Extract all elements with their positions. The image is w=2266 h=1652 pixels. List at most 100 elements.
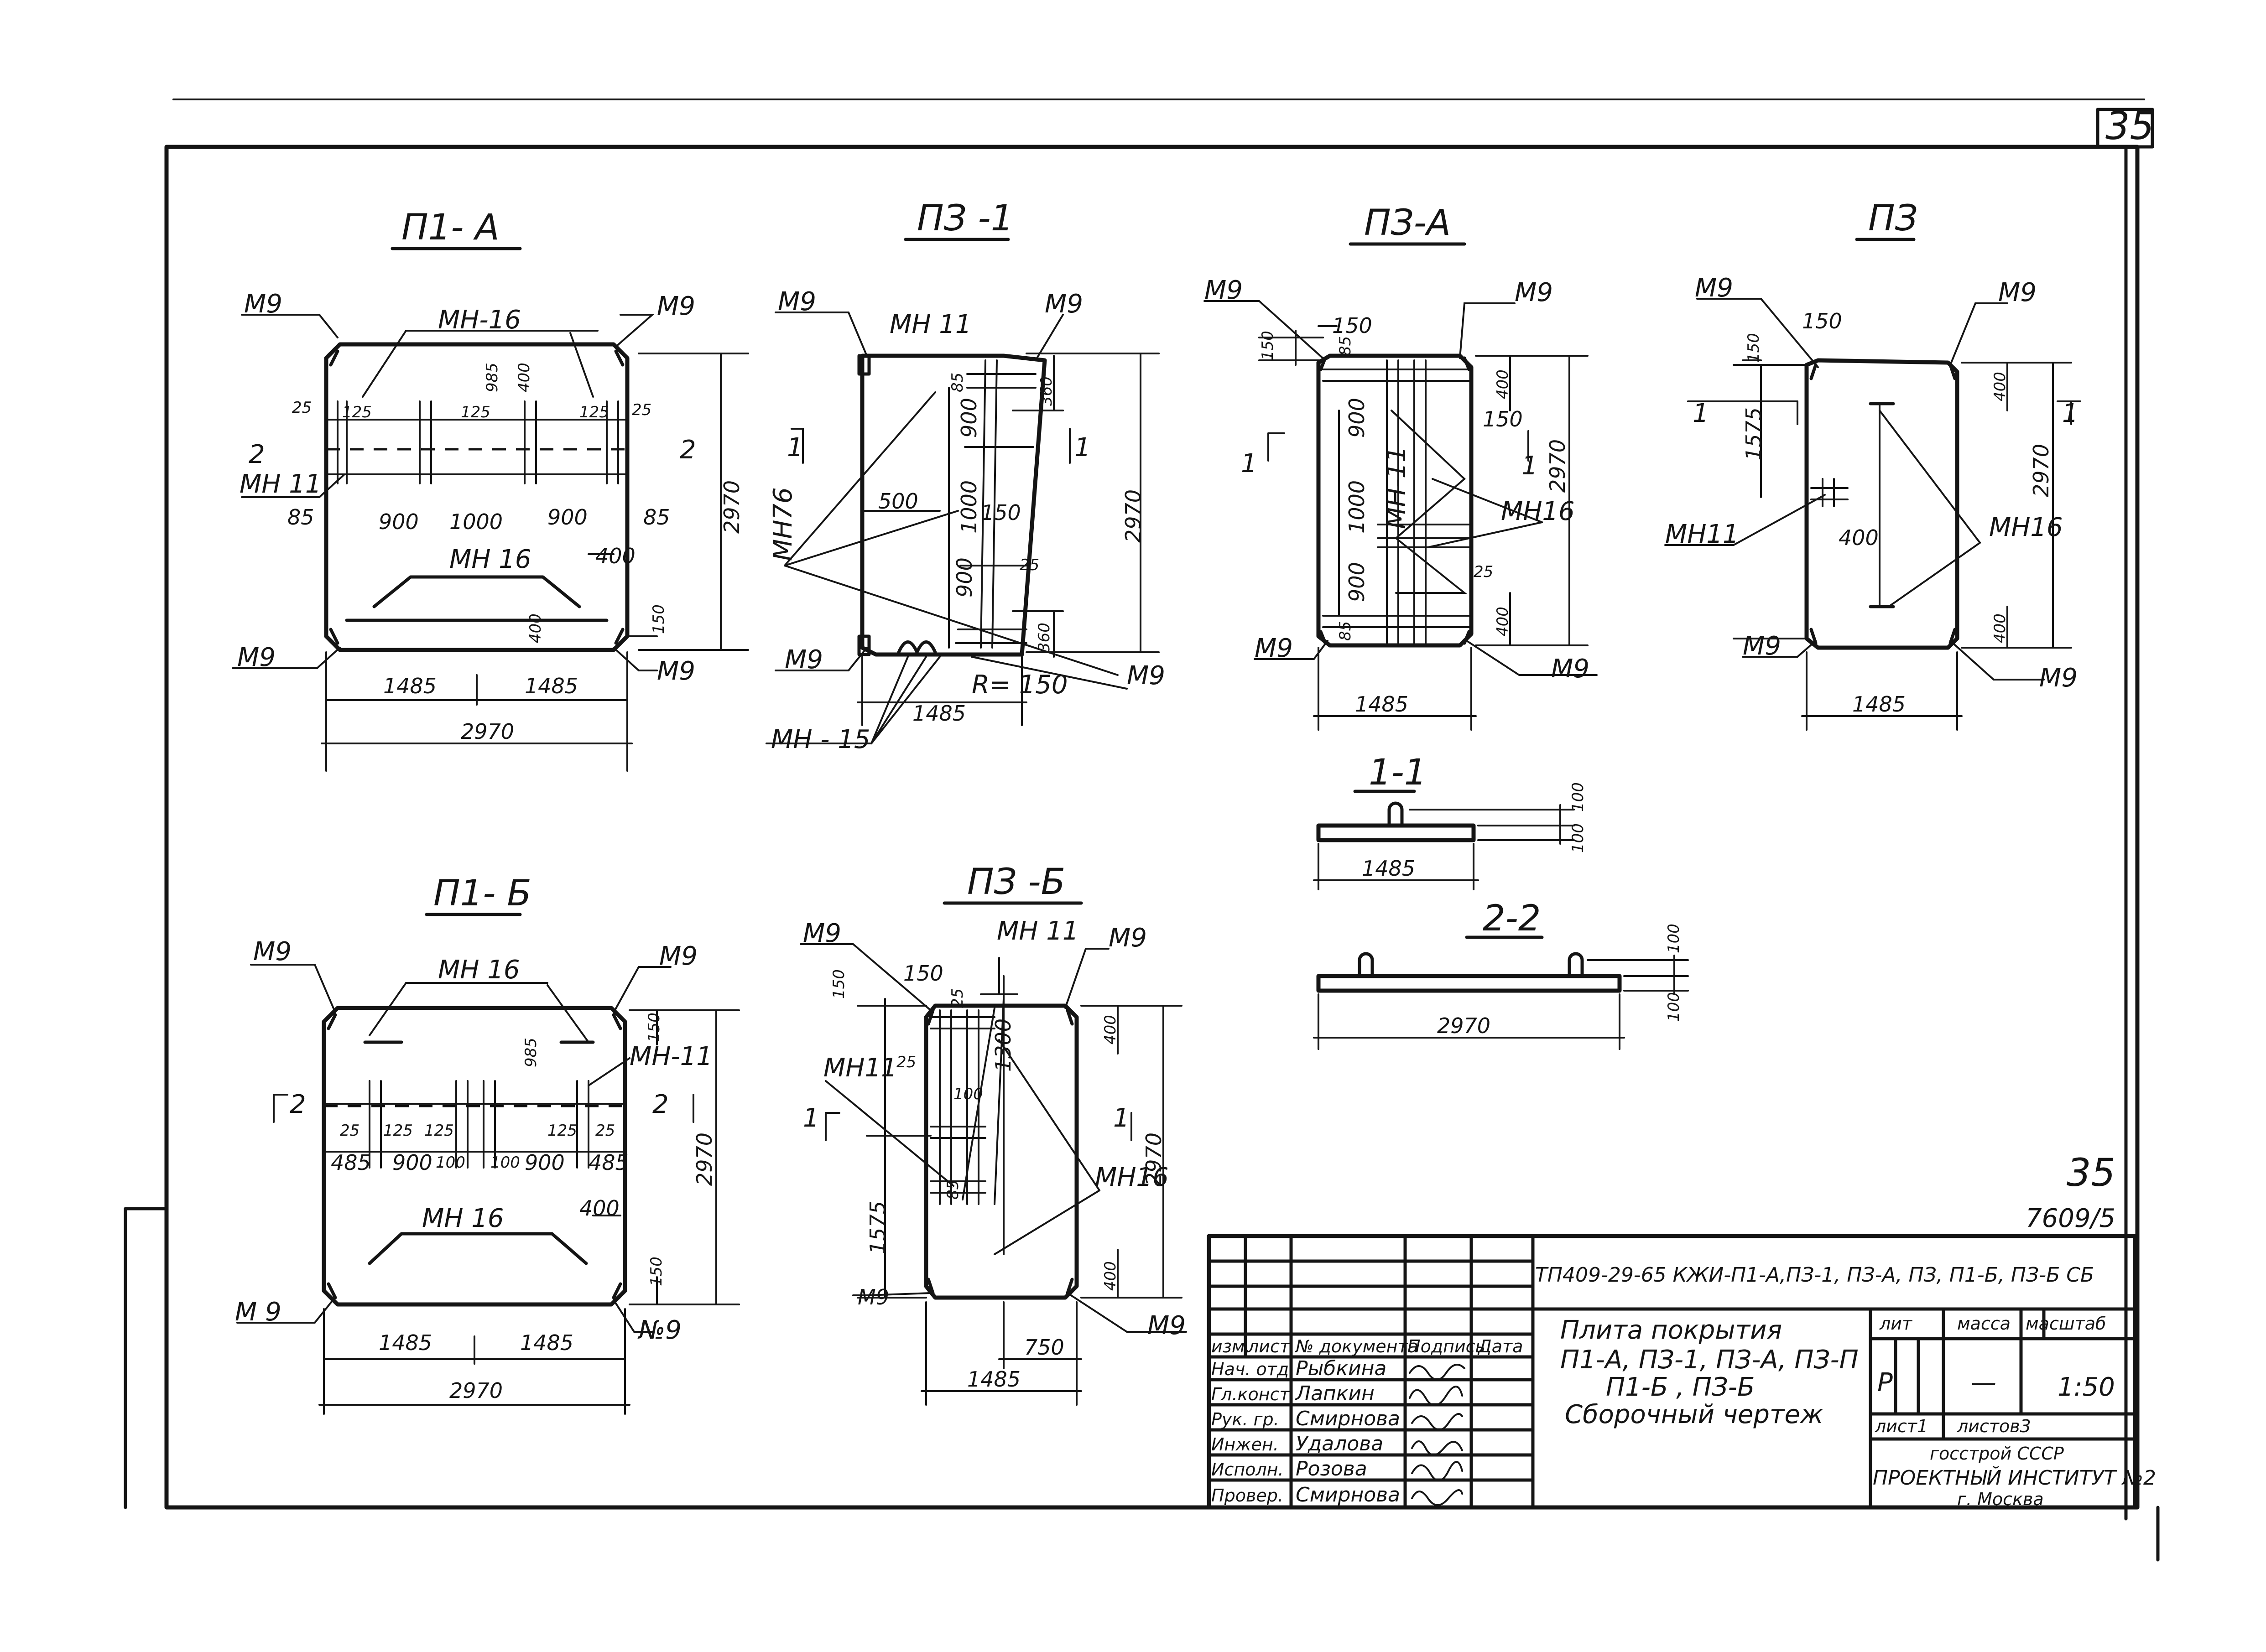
dim-750: 750 <box>1024 1335 1064 1360</box>
dim-25: 25 <box>896 1053 916 1071</box>
section-mark-1: 1 <box>1693 399 1709 428</box>
dim-900: 900 <box>957 398 981 438</box>
mass-value: — <box>1971 1368 1996 1397</box>
sheet-frame <box>124 99 2160 1562</box>
label-mn16: МН 16 <box>422 1204 504 1233</box>
dim-400: 400 <box>1991 613 2009 643</box>
label-m9: М9 <box>1147 1311 1186 1340</box>
dim-400: 400 <box>1991 372 2009 401</box>
section-mark-1: 1 <box>1113 1103 1130 1133</box>
org-line: ПРОЕКТНЫЙ ИНСТИТУТ №2 <box>1873 1465 2156 1490</box>
dim-1485: 1485 <box>379 1330 432 1355</box>
role: Рук. гр. <box>1211 1409 1279 1429</box>
drawing-name: П1-А, ПЗ-1, ПЗ-А, ПЗ-П <box>1560 1345 1859 1375</box>
label-m9: М9 <box>1109 923 1147 953</box>
dim-900: 900 <box>1344 398 1369 438</box>
dim-85: 85 <box>287 505 314 530</box>
role: Провер. <box>1211 1486 1283 1506</box>
section-mark-2: 2 <box>290 1090 306 1119</box>
label-mn11: МН 11 <box>890 310 971 339</box>
lit-value: Р <box>1877 1368 1893 1397</box>
signatures <box>1409 1364 1465 1506</box>
dim-2970: 2970 <box>1121 489 1146 543</box>
sheet-label: лист1 <box>1875 1416 1928 1436</box>
label-m9: М9 <box>1695 273 1733 303</box>
dim-125: 125 <box>424 1122 454 1140</box>
person: Удалова <box>1296 1432 1383 1455</box>
scale-label: масштаб <box>2026 1314 2106 1334</box>
dim-125: 125 <box>383 1122 413 1140</box>
dim-150: 150 <box>1802 309 1842 333</box>
label-m9: М9 <box>657 291 695 321</box>
scale-value: 1:50 <box>2058 1372 2115 1402</box>
dim-100: 100 <box>1665 924 1683 953</box>
dim-125: 125 <box>342 403 372 421</box>
label-mn16: МН 16 <box>438 955 520 985</box>
label-m9: М9 <box>657 656 695 686</box>
dim-1575: 1575 <box>1741 407 1766 461</box>
drawing-name: Плита покрытия <box>1560 1315 1782 1345</box>
label-m9: М9 <box>1045 289 1083 319</box>
section-mark-1: 1 <box>2062 399 2078 428</box>
view-p3-1: ПЗ -1 <box>766 198 1165 754</box>
dim-25: 25 <box>595 1122 615 1140</box>
dim-485: 485 <box>331 1150 371 1175</box>
role: Исполн. <box>1211 1460 1284 1480</box>
section-mark-1: 1 <box>1074 433 1091 462</box>
section-mark-1: 1 <box>1241 449 1257 478</box>
dim-985: 985 <box>483 363 501 392</box>
section-mark-1: 1 <box>787 433 803 462</box>
dim-150: 150 <box>650 604 668 634</box>
label-m9: М9 <box>1743 631 1781 661</box>
label-m9: М9 <box>1127 661 1165 691</box>
dim-100: 100 <box>436 1153 465 1172</box>
person: Рыбкина <box>1296 1357 1386 1380</box>
dim-25: 25 <box>948 988 967 1008</box>
dim-485: 485 <box>589 1150 629 1175</box>
label-m9: М9 <box>785 645 823 675</box>
dim-150: 150 <box>981 500 1021 525</box>
dim-100: 100 <box>1569 823 1587 853</box>
view-title: ПЗ-А <box>1364 203 1451 244</box>
label-mn11: МН11 <box>823 1053 897 1083</box>
view-p1b: П1- Б <box>235 873 740 1415</box>
dim-125: 125 <box>547 1122 577 1140</box>
view-p3b: ПЗ -Б <box>800 862 1187 1406</box>
dim-900: 900 <box>379 509 419 534</box>
label-mn11: МН11 <box>1665 519 1739 549</box>
dim-1485: 1485 <box>967 1367 1021 1392</box>
role: Нач. отд. <box>1211 1359 1294 1379</box>
label-mn16: МН16 <box>1989 513 2063 542</box>
view-title: ПЗ -1 <box>917 198 1013 239</box>
label-m9: М9 <box>244 289 282 319</box>
dim-85: 85 <box>948 373 967 392</box>
dim-85: 85 <box>643 505 670 530</box>
section-mark-1: 1 <box>803 1103 819 1133</box>
person: Розова <box>1296 1457 1367 1481</box>
dim-150: 150 <box>1745 333 1763 363</box>
dim-25: 25 <box>340 1122 359 1140</box>
label-m9: М9 <box>253 937 292 966</box>
dim-400: 400 <box>515 363 533 392</box>
view-title: П1- А <box>401 207 500 248</box>
org-line: г. Москва <box>1957 1489 2044 1509</box>
dim-1575: 1575 <box>865 1201 890 1254</box>
dim-400: 400 <box>1839 525 1879 550</box>
sheet-number: 35 <box>2105 104 2154 148</box>
label-m9: М9 <box>2039 663 2078 693</box>
dim-2970: 2970 <box>692 1133 717 1186</box>
section-mark-2: 2 <box>249 440 265 469</box>
dim-1485: 1485 <box>520 1330 573 1355</box>
view-p3: ПЗ <box>1664 198 2081 731</box>
dim-400: 400 <box>526 613 545 643</box>
dim-1485: 1485 <box>1355 692 1408 717</box>
dim-150: 150 <box>645 1013 663 1042</box>
view-title: 1-1 <box>1369 752 1427 793</box>
dim-400: 400 <box>595 544 636 568</box>
dim-1485: 1485 <box>1852 692 1906 717</box>
dim-2970: 2970 <box>2029 444 2053 497</box>
dim-400: 400 <box>579 1196 620 1221</box>
dim-400: 400 <box>1494 607 1512 636</box>
role: Гл.конст. <box>1211 1384 1295 1404</box>
section-2-2: 2-2 2970 100 100 <box>1313 898 1689 1050</box>
